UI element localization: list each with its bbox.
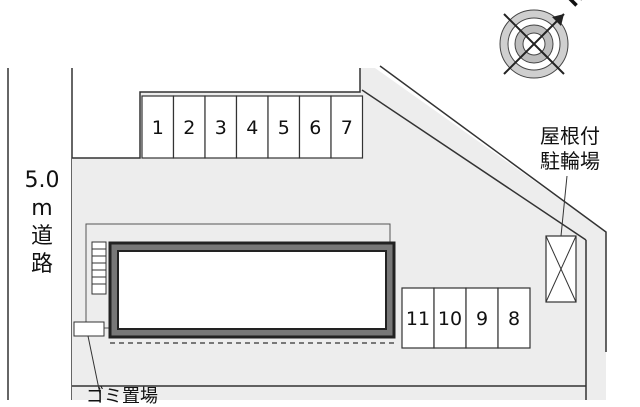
- parking-space: 11: [401, 287, 435, 349]
- road-label-line: 路: [30, 252, 53, 277]
- lot-boundary: [72, 68, 361, 159]
- bicycle-parking-label: 屋根付 駐輪場: [540, 124, 600, 174]
- garbage-leader-line: [87, 335, 101, 395]
- garbage-area: [73, 321, 105, 337]
- parking-space-number: 10: [438, 308, 462, 330]
- parking-space-number: 7: [341, 117, 353, 139]
- parking-space: 10: [433, 287, 467, 349]
- parking-space-number: 8: [508, 308, 520, 330]
- parking-space-number: 5: [278, 117, 290, 139]
- parking-space: 5: [267, 95, 301, 159]
- parking-space: 3: [204, 95, 238, 159]
- bicycle-parking-label-line: 屋根付: [540, 124, 600, 148]
- parking-space: 4: [235, 95, 269, 159]
- garbage-label: ゴミ置場: [86, 386, 158, 407]
- parking-space: 6: [298, 95, 332, 159]
- parking-space: 1: [141, 95, 175, 159]
- road-label-line: 道: [30, 224, 53, 249]
- bicycle-parking-label-line: 駐輪場: [540, 149, 600, 173]
- parking-space-number: 11: [406, 308, 430, 330]
- parking-space: 7: [330, 95, 364, 159]
- parking-space-number: 1: [152, 117, 164, 139]
- parking-space: 9: [465, 287, 499, 349]
- neighbor-road-edge: [379, 65, 607, 352]
- parking-space-number: 6: [309, 117, 321, 139]
- bicycle-parking: [545, 175, 577, 303]
- lot-boundary-diagonal: [361, 89, 587, 241]
- parking-space-number: 3: [215, 117, 227, 139]
- parking-space: 8: [497, 287, 531, 349]
- parking-space-number: 4: [246, 117, 258, 139]
- building-interior: [117, 250, 387, 330]
- road-label-line: 5.0: [24, 168, 60, 193]
- road-label: 5.0 m 道 路: [20, 170, 64, 282]
- road-label-line: m: [31, 196, 53, 221]
- parking-space-number: 2: [183, 117, 195, 139]
- parking-space: 2: [172, 95, 206, 159]
- stairs: [91, 241, 107, 295]
- compass-icon: [499, 9, 569, 79]
- parking-space-number: 9: [476, 308, 488, 330]
